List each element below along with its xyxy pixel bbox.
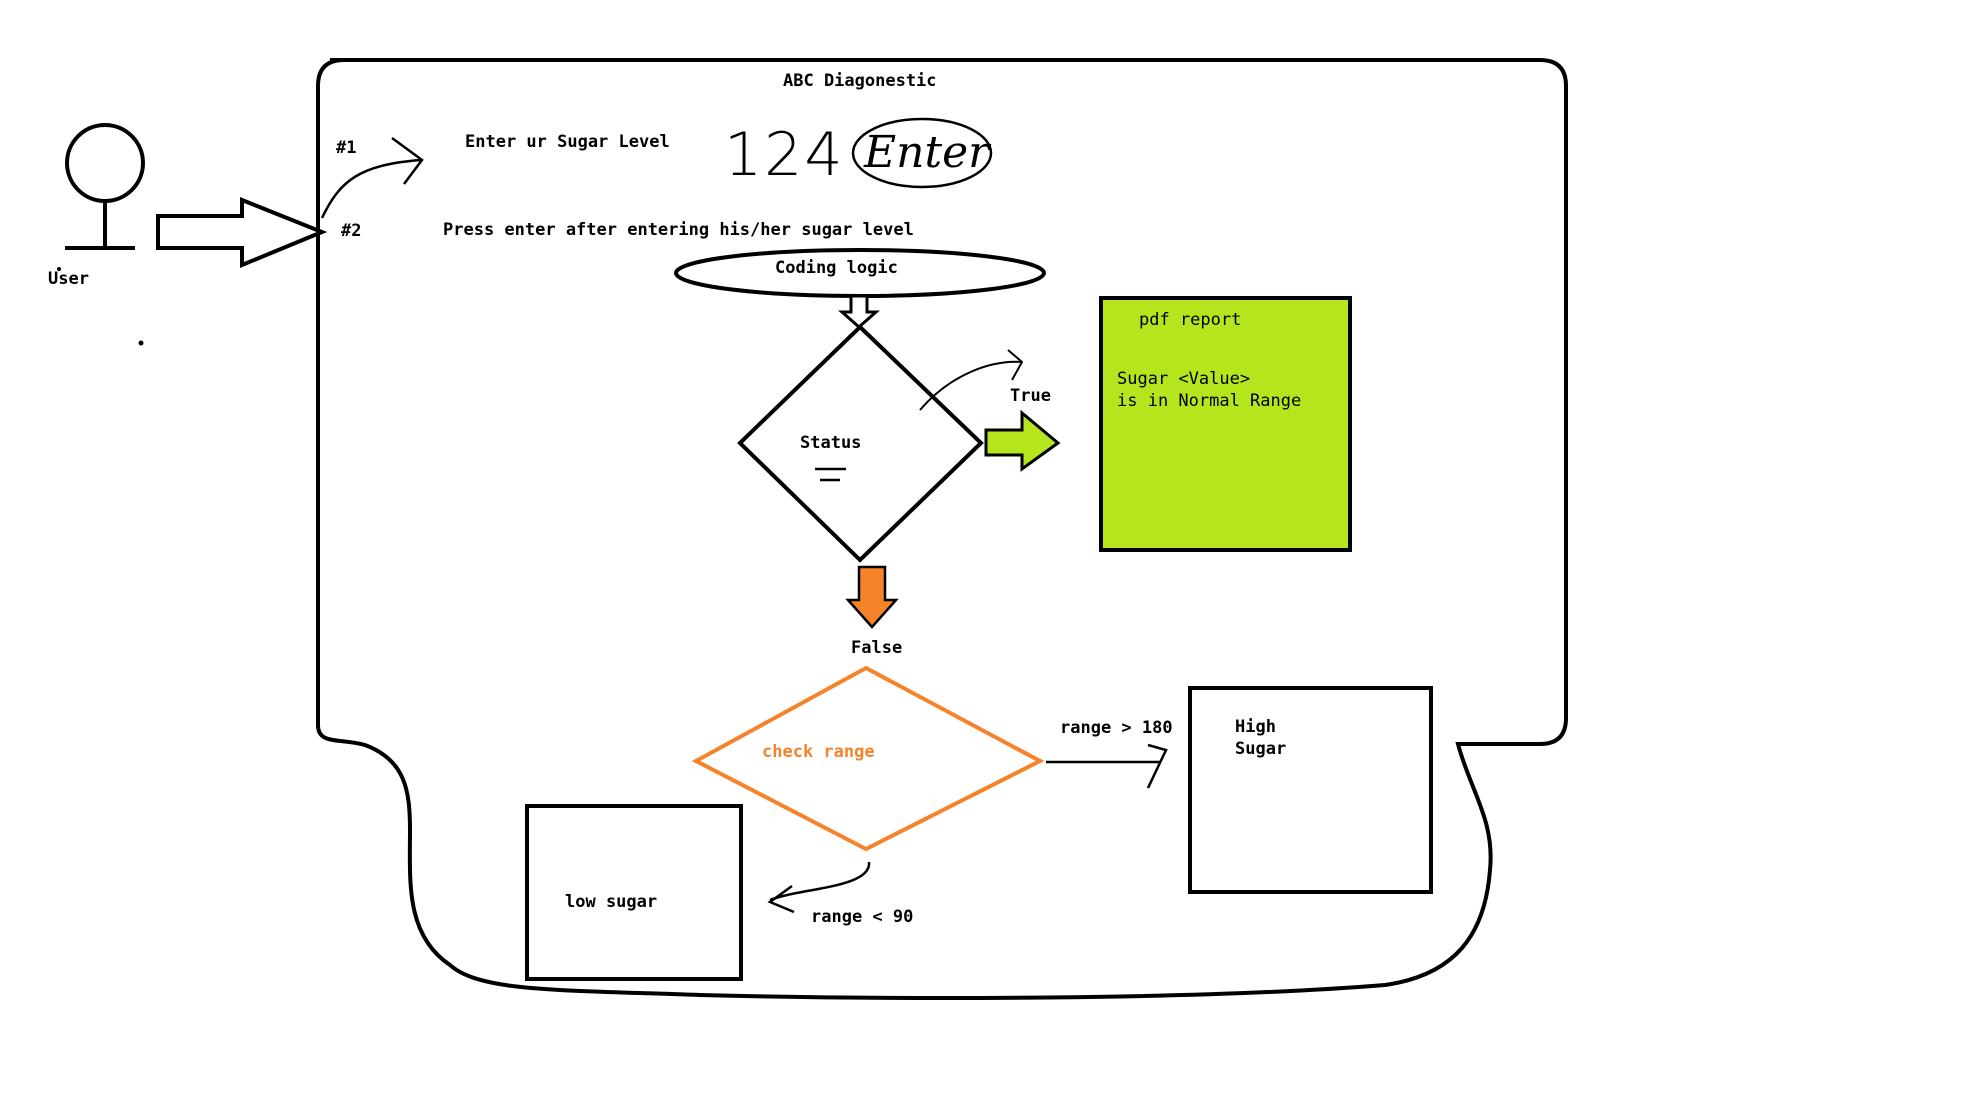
check-range-label: check range <box>762 742 875 762</box>
user-label: User <box>48 269 89 289</box>
low-sugar-label: low sugar <box>565 892 658 912</box>
true-green-arrow <box>984 409 1061 472</box>
enter-button[interactable]: Enter <box>864 127 990 178</box>
false-label: False <box>851 638 903 658</box>
coding-logic-label: Coding logic <box>775 258 898 278</box>
step1-instruction: Enter ur Sugar Level <box>465 132 670 152</box>
step2-marker: #2 <box>341 221 362 241</box>
pdf-report-box <box>1099 296 1352 552</box>
range-low-label: range < 90 <box>811 907 914 927</box>
high-sugar-box <box>1188 686 1433 894</box>
low-sugar-box <box>525 804 743 981</box>
sugar-level-input[interactable]: 124 <box>724 120 845 190</box>
step2-instruction: Press enter after entering his/her sugar… <box>443 220 914 240</box>
step1-marker: #1 <box>336 138 357 158</box>
pdf-report-line1: Sugar <Value> <box>1117 369 1251 389</box>
coding-to-status-arrow <box>838 294 880 330</box>
app-window-frame <box>316 58 1568 1000</box>
status-label: Status <box>800 433 862 453</box>
check-range-diamond <box>691 665 1045 852</box>
status-diamond <box>737 324 984 563</box>
step1-curve-arrow <box>320 158 421 219</box>
pdf-report-title: pdf report <box>1139 310 1242 330</box>
true-curve-arrow <box>919 360 1023 411</box>
pdf-report-line2: is in Normal Range <box>1117 391 1302 411</box>
app-title: ABC Diagonestic <box>783 71 937 91</box>
low-range-curve-arrow <box>769 861 871 902</box>
user-to-app-arrow <box>156 197 328 268</box>
range-high-label: range > 180 <box>1060 718 1173 738</box>
true-label: True <box>1010 386 1051 406</box>
user-actor-icon <box>57 123 145 346</box>
high-sugar-line1: High <box>1235 717 1276 737</box>
high-sugar-line2: Sugar <box>1235 739 1287 759</box>
enter-oval <box>851 117 993 189</box>
false-orange-arrow <box>845 565 899 629</box>
